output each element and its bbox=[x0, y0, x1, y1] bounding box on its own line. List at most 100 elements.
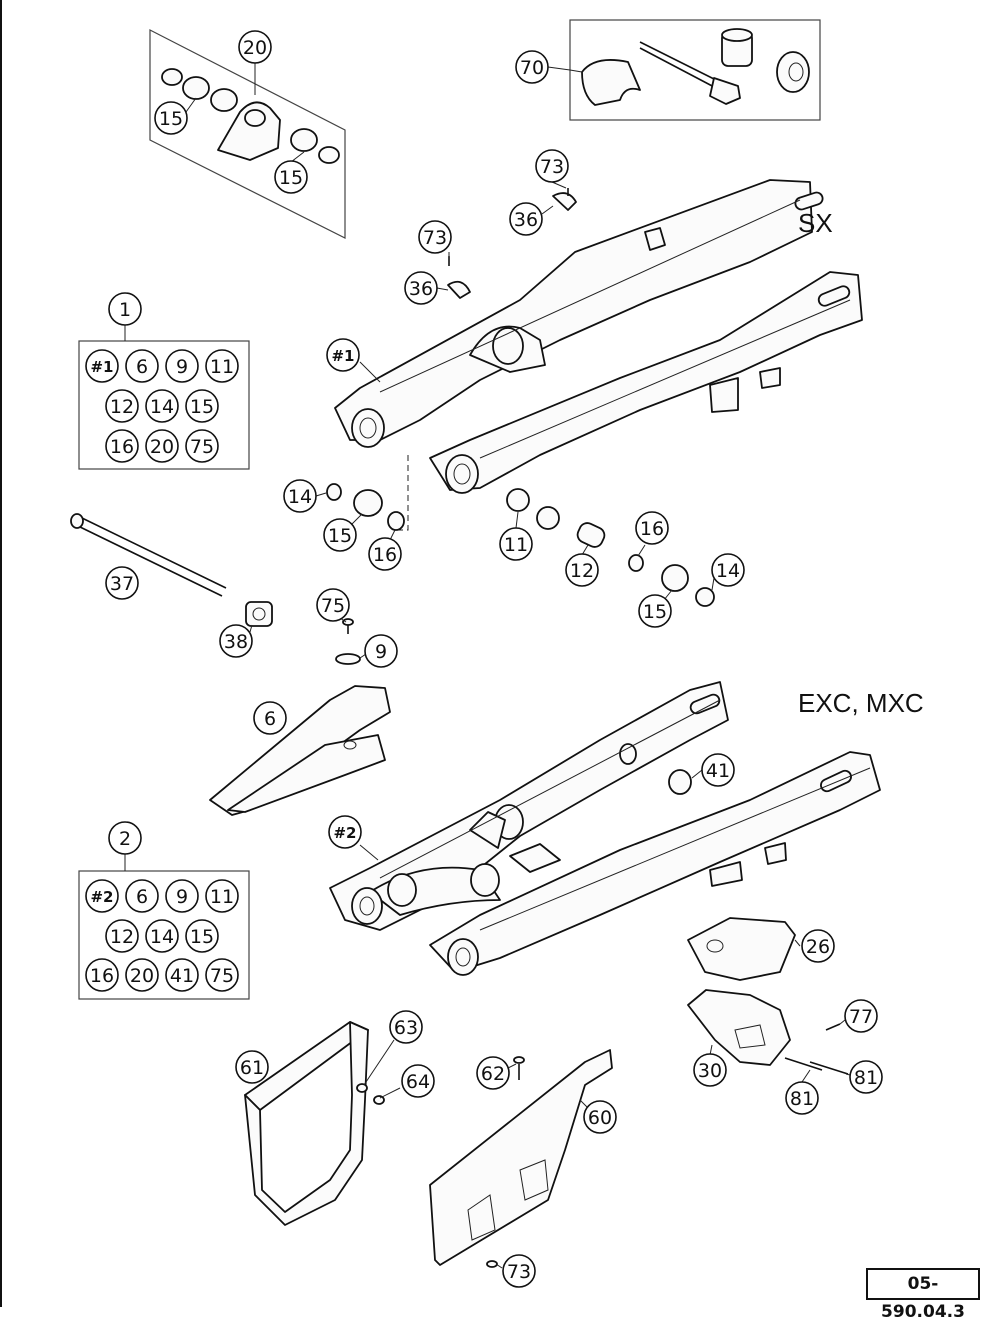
kit-2-item-kit2: #2 bbox=[85, 879, 119, 913]
callout-14-15: 14 bbox=[711, 553, 745, 591]
kit-1-item-11: 11 bbox=[205, 349, 239, 383]
svg-text:6: 6 bbox=[264, 708, 276, 730]
svg-text:12: 12 bbox=[110, 926, 134, 948]
kit-1-item-9: 9 bbox=[165, 349, 199, 383]
callout-75-19: 75 bbox=[316, 588, 350, 623]
svg-text:12: 12 bbox=[110, 396, 134, 418]
callout-61-31: 61 bbox=[235, 1050, 269, 1084]
diagram-code-label: 05-590.04.3 bbox=[866, 1268, 980, 1322]
swingarm-exc-mxc bbox=[329, 681, 881, 976]
callout-73-6: 73 bbox=[418, 220, 452, 257]
svg-text:81: 81 bbox=[790, 1088, 814, 1110]
svg-text:64: 64 bbox=[406, 1071, 430, 1093]
callout-15-10: 15 bbox=[323, 513, 363, 552]
kit-1-item-14: 14 bbox=[145, 389, 179, 423]
svg-text:#2: #2 bbox=[333, 824, 356, 842]
swingarm-sx bbox=[334, 179, 863, 531]
svg-text:81: 81 bbox=[854, 1067, 878, 1089]
kit-1-item-kit1: #1 bbox=[85, 349, 119, 383]
svg-text:16: 16 bbox=[110, 436, 134, 458]
svg-text:1: 1 bbox=[119, 299, 131, 321]
svg-text:73: 73 bbox=[507, 1261, 531, 1283]
svg-text:20: 20 bbox=[150, 436, 174, 458]
callout-20-0: 20 bbox=[238, 30, 272, 64]
kit-2-item-12: 12 bbox=[105, 919, 139, 953]
svg-text:75: 75 bbox=[321, 595, 345, 617]
callout-63-29: 63 bbox=[363, 1010, 423, 1086]
callout-30-26: 30 bbox=[693, 1044, 727, 1087]
svg-text:15: 15 bbox=[643, 601, 667, 623]
svg-text:11: 11 bbox=[504, 534, 528, 556]
callout-73-4: 73 bbox=[535, 149, 569, 189]
callout-15-1: 15 bbox=[154, 97, 197, 135]
svg-text:16: 16 bbox=[90, 965, 114, 987]
svg-text:16: 16 bbox=[640, 518, 664, 540]
svg-text:73: 73 bbox=[423, 227, 447, 249]
svg-text:9: 9 bbox=[375, 641, 387, 663]
variant-label-sx: SX bbox=[798, 208, 833, 238]
kit-2-item-41: 41 bbox=[165, 958, 199, 992]
pivot-parts-sx bbox=[326, 188, 715, 607]
callout-77-25: 77 bbox=[839, 999, 878, 1033]
kit-box-2 bbox=[78, 854, 250, 1000]
chain-guide bbox=[687, 917, 849, 1075]
kit-header-2: 2 bbox=[108, 821, 142, 855]
svg-text:6: 6 bbox=[136, 356, 148, 378]
svg-text:61: 61 bbox=[240, 1057, 264, 1079]
svg-text:14: 14 bbox=[150, 396, 174, 418]
chain-guard-left bbox=[244, 1021, 385, 1226]
swingarm-axle bbox=[70, 513, 361, 665]
svg-text:41: 41 bbox=[170, 965, 194, 987]
svg-text:11: 11 bbox=[210, 886, 234, 908]
chain-slider bbox=[209, 685, 391, 816]
svg-text:14: 14 bbox=[716, 560, 740, 582]
svg-text:9: 9 bbox=[176, 886, 188, 908]
callout-11-12: 11 bbox=[499, 511, 533, 561]
svg-text:20: 20 bbox=[130, 965, 154, 987]
callout-60-33: 60 bbox=[579, 1099, 617, 1134]
svg-text:37: 37 bbox=[110, 573, 134, 595]
svg-text:6: 6 bbox=[136, 886, 148, 908]
callout-36-7: 36 bbox=[404, 271, 449, 305]
kit-header-1: 1 bbox=[108, 292, 142, 326]
svg-text:63: 63 bbox=[394, 1017, 418, 1039]
callout-41-22: 41 bbox=[691, 753, 735, 787]
svg-text:26: 26 bbox=[806, 936, 830, 958]
svg-text:36: 36 bbox=[514, 209, 538, 231]
kit-1-item-6: 6 bbox=[125, 349, 159, 383]
svg-text:2: 2 bbox=[119, 828, 131, 850]
svg-text:11: 11 bbox=[210, 356, 234, 378]
svg-text:12: 12 bbox=[570, 560, 594, 582]
kit-2-item-75: 75 bbox=[205, 958, 239, 992]
callout-15-16: 15 bbox=[638, 589, 673, 628]
kit-2-item-11: 11 bbox=[205, 879, 239, 913]
kit-1-item-15: 15 bbox=[185, 389, 219, 423]
callout-12-14: 12 bbox=[565, 544, 599, 587]
svg-text:20: 20 bbox=[243, 37, 267, 59]
svg-text:14: 14 bbox=[150, 926, 174, 948]
svg-text:41: 41 bbox=[706, 760, 730, 782]
callout-81-28: 81 bbox=[845, 1060, 883, 1094]
svg-text:77: 77 bbox=[849, 1006, 873, 1028]
svg-text:15: 15 bbox=[190, 926, 214, 948]
svg-text:14: 14 bbox=[288, 486, 312, 508]
svg-text:36: 36 bbox=[409, 278, 433, 300]
callout-kit2-23: #2 bbox=[328, 815, 379, 861]
svg-text:38: 38 bbox=[224, 631, 248, 653]
kit-box-1 bbox=[78, 325, 250, 470]
svg-text:16: 16 bbox=[373, 544, 397, 566]
callout-62-32: 62 bbox=[476, 1056, 517, 1090]
page-border bbox=[0, 0, 2, 1307]
kit-1-item-12: 12 bbox=[105, 389, 139, 423]
svg-text:9: 9 bbox=[176, 356, 188, 378]
svg-text:15: 15 bbox=[279, 167, 303, 189]
callout-9-20: 9 bbox=[359, 634, 398, 668]
svg-text:60: 60 bbox=[588, 1107, 612, 1129]
callout-36-5: 36 bbox=[509, 202, 554, 236]
svg-text:#1: #1 bbox=[331, 347, 354, 365]
svg-text:#2: #2 bbox=[90, 888, 113, 906]
callout-16-13: 16 bbox=[635, 511, 669, 557]
kit-2-item-6: 6 bbox=[125, 879, 159, 913]
svg-text:62: 62 bbox=[481, 1063, 505, 1085]
callout-70-3: 70 bbox=[515, 50, 571, 84]
